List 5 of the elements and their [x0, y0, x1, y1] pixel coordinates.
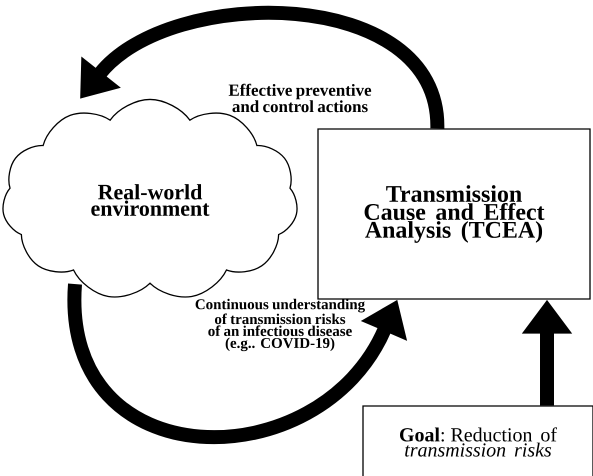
- edge-label: Effective preventive and control actions: [228, 84, 372, 112]
- arrow: [80, 6, 444, 130]
- text-box: Goal: Reduction of transmission risks: [362, 405, 593, 476]
- edge-label: Continuous understanding of transmission risks of an infectious disease (e.g.. COVID-19): [196, 298, 365, 352]
- text-box: Transmission Cause and Effect Analysis (TCEA): [317, 128, 591, 300]
